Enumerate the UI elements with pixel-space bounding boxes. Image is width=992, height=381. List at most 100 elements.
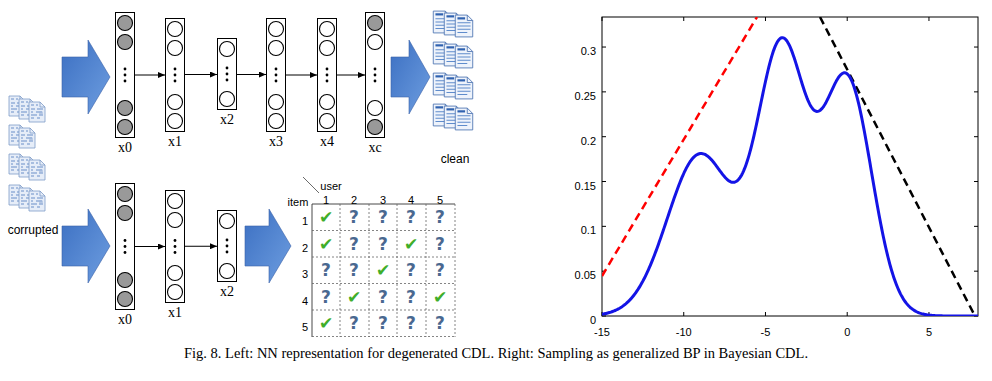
- neuron: [320, 114, 335, 129]
- block-arrow: [62, 209, 110, 283]
- axis-tick-label: 0.1: [581, 224, 596, 236]
- ellipsis-dot: [174, 74, 177, 77]
- ellipsis-dot: [174, 80, 177, 83]
- neuron: [320, 22, 335, 37]
- ellipsis-dot: [124, 245, 127, 248]
- column-header: 4: [408, 194, 414, 206]
- ellipsis-dot: [275, 80, 278, 83]
- ellipsis-dot: [275, 74, 278, 77]
- table-header: item: [288, 196, 309, 208]
- neuron: [220, 42, 235, 57]
- table-cell: ✔: [319, 313, 333, 333]
- layer-box: xc: [365, 12, 385, 138]
- axis-tick-label: 0.2: [581, 135, 596, 147]
- doc: [455, 77, 472, 99]
- neuron: [118, 187, 133, 202]
- neuron: [220, 264, 235, 279]
- table-cell: ?: [406, 260, 416, 280]
- axis-tick-label: 0.25: [575, 90, 596, 102]
- layer-label: x1: [155, 135, 195, 149]
- plot-frame: [602, 17, 978, 316]
- layer-box: x0: [115, 183, 135, 310]
- layer-connector: [237, 74, 266, 75]
- ellipsis-dot: [374, 74, 377, 77]
- neuron: [118, 35, 133, 50]
- table-cell: ?: [406, 313, 416, 333]
- ellipsis-dot: [174, 239, 177, 242]
- column-header: 3: [380, 194, 386, 206]
- neuron: [168, 266, 183, 281]
- neuron: [368, 35, 383, 50]
- red-bound-line: [602, 17, 757, 276]
- layer-box: x2: [217, 210, 237, 282]
- layer-box: x1: [165, 190, 185, 303]
- doc: [19, 128, 35, 148]
- ellipsis-dot: [374, 80, 377, 83]
- ellipsis-dot: [374, 68, 377, 71]
- neuron: [118, 120, 133, 135]
- neuron-column: [366, 13, 384, 137]
- ellipsis-dot: [226, 79, 229, 82]
- table-cell: ?: [349, 234, 359, 254]
- figure-label: corrupted: [8, 223, 59, 237]
- caption-box: Fig. 8. Left: NN representation for dege…: [0, 344, 992, 362]
- neuron: [118, 273, 133, 288]
- neuron: [168, 95, 183, 110]
- ellipsis-dot: [174, 251, 177, 254]
- table-cell: ?: [435, 234, 445, 254]
- matrix-grid: [303, 177, 455, 337]
- table-cell: ?: [321, 260, 331, 280]
- axis-tick-label: 5: [926, 326, 932, 338]
- table-cell: ?: [435, 260, 445, 280]
- table-cell: ?: [435, 313, 445, 333]
- neuron: [168, 114, 183, 129]
- column-header: 1: [323, 194, 329, 206]
- table-cell: ?: [378, 313, 388, 333]
- doc: [455, 108, 472, 130]
- axis-tick-label: 0.05: [575, 269, 596, 281]
- clean-docs: [433, 11, 472, 130]
- table-cell: ✔: [376, 260, 390, 280]
- neuron: [220, 214, 235, 229]
- tick: [683, 17, 684, 316]
- table-cell: ✔: [347, 287, 361, 307]
- row-header: 1: [302, 215, 308, 227]
- column-header: 5: [437, 194, 443, 206]
- ellipsis-dot: [124, 239, 127, 242]
- neuron: [368, 101, 383, 116]
- neuron: [168, 285, 183, 300]
- figure-label: clean: [441, 152, 470, 166]
- tick: [847, 17, 848, 316]
- layer-label: xc: [355, 141, 395, 155]
- table-cell: ?: [349, 260, 359, 280]
- layer-connector: [185, 246, 217, 247]
- table-cell: ✔: [319, 234, 333, 254]
- neuron-column: [318, 19, 336, 131]
- layer-connector: [337, 75, 365, 76]
- ellipsis-dot: [326, 80, 329, 83]
- block-arrow: [245, 209, 291, 283]
- layer-connector: [135, 75, 165, 76]
- layer-box: x2: [217, 38, 237, 110]
- doc: [455, 46, 472, 68]
- tick: [928, 17, 929, 316]
- axis-tick-label: 0.15: [575, 180, 596, 192]
- ellipsis-dot: [275, 68, 278, 71]
- neuron: [118, 206, 133, 221]
- neuron-column: [116, 184, 134, 309]
- layer-box: x3: [266, 18, 286, 132]
- ellipsis-dot: [226, 251, 229, 254]
- neuron: [118, 16, 133, 31]
- tick: [602, 271, 978, 272]
- neuron: [168, 41, 183, 56]
- layer-box: x0: [115, 12, 135, 138]
- tick: [602, 136, 978, 137]
- ellipsis-dot: [174, 245, 177, 248]
- layer-label: x0: [105, 141, 145, 155]
- table-cell: ?: [321, 287, 331, 307]
- tick: [765, 17, 766, 316]
- neuron: [368, 120, 383, 135]
- table-cell: ✔: [433, 287, 447, 307]
- table-cell: ✔: [404, 234, 418, 254]
